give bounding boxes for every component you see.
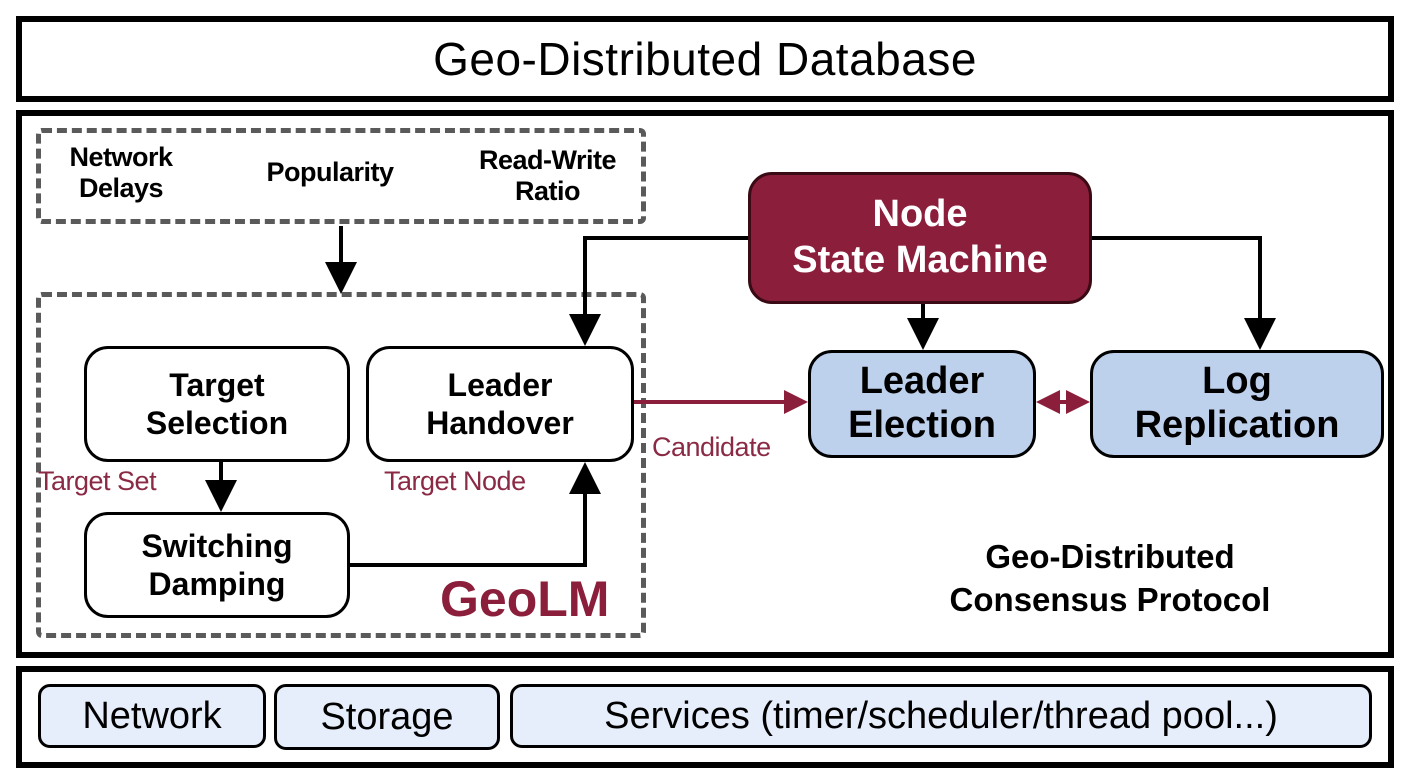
- edge-label-target-node: Target Node: [384, 466, 526, 496]
- target-selection-box[interactable]: Target Selection: [84, 346, 350, 462]
- node-state-machine-box[interactable]: Node State Machine: [748, 172, 1092, 304]
- box-line: Replication: [1134, 404, 1340, 446]
- database-title: Geo-Distributed Database: [433, 33, 977, 85]
- infra-storage[interactable]: Storage: [274, 684, 500, 750]
- database-title-frame: Geo-Distributed Database: [16, 16, 1394, 102]
- box-line: Leader: [859, 360, 985, 403]
- box-line: Election: [848, 404, 996, 446]
- box-line: Selection: [145, 405, 289, 441]
- factor-line: Ratio: [515, 176, 581, 207]
- protocol-label: Geo-Distributed Consensus Protocol: [880, 536, 1340, 622]
- factor-network-delays: Network Delays: [46, 142, 196, 204]
- box-line: Log: [1202, 360, 1272, 403]
- box-line: Target: [169, 366, 265, 403]
- box-line: Node: [872, 193, 968, 236]
- factor-line: Network: [69, 142, 173, 172]
- protocol-label-line: Consensus Protocol: [949, 580, 1271, 618]
- factor-popularity: Popularity: [240, 157, 420, 188]
- leader-handover-box[interactable]: Leader Handover: [366, 346, 634, 462]
- protocol-label-line: Geo-Distributed: [985, 538, 1235, 575]
- factor-line: Popularity: [266, 157, 394, 187]
- geolm-label: GeoLM: [440, 571, 610, 627]
- leader-election-box[interactable]: Leader Election: [808, 350, 1036, 458]
- factor-line: Delays: [78, 173, 164, 204]
- factor-line: Read-Write: [478, 145, 617, 175]
- switching-damping-box[interactable]: Switching Damping: [84, 512, 350, 618]
- factor-read-write-ratio: Read-Write Ratio: [455, 145, 640, 207]
- edge-label-target-set: Target Set: [38, 466, 157, 496]
- box-line: Handover: [426, 405, 574, 441]
- infra-services[interactable]: Services (timer/scheduler/thread pool...…: [510, 684, 1372, 748]
- geolm-group: [36, 292, 646, 638]
- box-line: Switching: [141, 527, 293, 564]
- edge-label-candidate: Candidate: [652, 432, 771, 462]
- box-line: State Machine: [792, 239, 1048, 281]
- box-line: Damping: [148, 566, 286, 602]
- box-line: Leader: [447, 366, 553, 403]
- input-factors-group: [36, 128, 646, 224]
- log-replication-box[interactable]: Log Replication: [1090, 350, 1384, 458]
- infra-network[interactable]: Network: [38, 684, 266, 748]
